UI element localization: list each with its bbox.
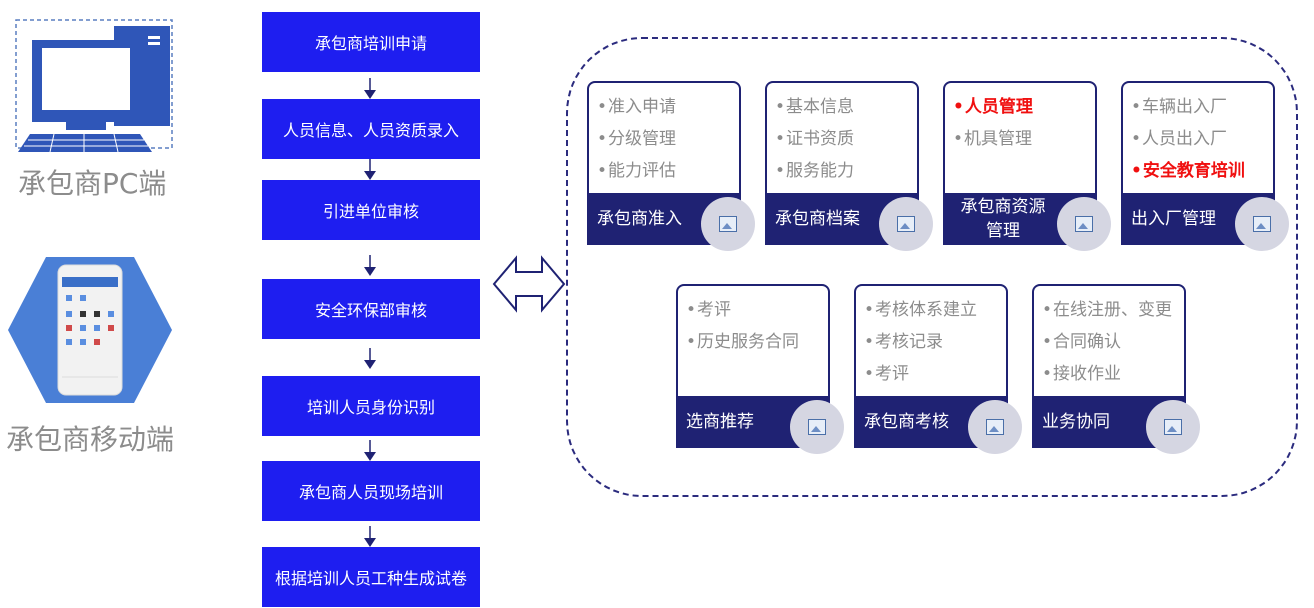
module-item: 分级管理 — [597, 123, 739, 155]
module-card-archive: 基本信息 证书资质 服务能力 承包商档案 — [765, 81, 933, 251]
flow-arrow-1 — [364, 78, 376, 99]
module-item: 考核体系建立 — [864, 294, 1006, 326]
flow-arrow-4 — [364, 348, 376, 369]
flow-step-7: 根据培训人员工种生成试卷 — [262, 547, 480, 607]
module-title: 承包商资源管理 — [960, 197, 1046, 241]
module-item-highlight: 安全教育培训 — [1131, 155, 1273, 187]
flow-step-3: 引进单位审核 — [262, 180, 480, 240]
module-item: 历史服务合同 — [686, 326, 828, 358]
module-item: 人员出入厂 — [1131, 123, 1273, 155]
module-card-recommend: 考评 历史服务合同 选商推荐 — [676, 284, 844, 454]
image-icon — [879, 197, 933, 251]
flow-step-6: 承包商人员现场培训 — [262, 461, 480, 521]
module-item: 准入申请 — [597, 91, 739, 123]
module-title: 承包商考核 — [864, 412, 949, 432]
module-title: 承包商准入 — [597, 209, 682, 229]
module-items: 考评 历史服务合同 — [678, 286, 828, 358]
module-card-resources: 人员管理 机具管理 承包商资源管理 — [943, 81, 1111, 251]
image-icon — [1057, 197, 1111, 251]
module-item: 合同确认 — [1042, 326, 1184, 358]
module-item: 接收作业 — [1042, 358, 1184, 390]
flow-step-1: 承包商培训申请 — [262, 12, 480, 72]
image-icon — [968, 400, 1022, 454]
module-items: 考核体系建立 考核记录 考评 — [856, 286, 1006, 390]
module-items: 准入申请 分级管理 能力评估 — [589, 83, 739, 187]
mobile-terminal-icon — [6, 255, 174, 405]
module-item: 考评 — [864, 358, 1006, 390]
module-items: 人员管理 机具管理 — [945, 83, 1095, 155]
image-icon — [1235, 197, 1289, 251]
module-items: 车辆出入厂 人员出入厂 安全教育培训 — [1123, 83, 1273, 187]
flow-step-5: 培训人员身份识别 — [262, 376, 480, 436]
module-items: 在线注册、变更 合同确认 接收作业 — [1034, 286, 1184, 390]
module-card-access: 车辆出入厂 人员出入厂 安全教育培训 出入厂管理 — [1121, 81, 1289, 251]
flow-arrow-3 — [364, 255, 376, 276]
module-items: 基本信息 证书资质 服务能力 — [767, 83, 917, 187]
pc-terminal-icon — [14, 18, 174, 158]
module-item: 考评 — [686, 294, 828, 326]
module-card-collaboration: 在线注册、变更 合同确认 接收作业 业务协同 — [1032, 284, 1200, 454]
module-item: 在线注册、变更 — [1042, 294, 1184, 326]
module-card-assessment: 考核体系建立 考核记录 考评 承包商考核 — [854, 284, 1022, 454]
mobile-label: 承包商移动端 — [6, 423, 175, 456]
image-icon — [701, 197, 755, 251]
module-item-highlight: 人员管理 — [953, 91, 1095, 123]
module-item: 基本信息 — [775, 91, 917, 123]
flow-arrow-2 — [364, 159, 376, 180]
module-title: 出入厂管理 — [1131, 209, 1216, 229]
module-item: 能力评估 — [597, 155, 739, 187]
module-item: 车辆出入厂 — [1131, 91, 1273, 123]
double-arrow-icon — [492, 255, 566, 313]
image-icon — [1146, 400, 1200, 454]
module-item: 机具管理 — [953, 123, 1095, 155]
module-title: 承包商档案 — [775, 209, 860, 229]
module-item: 服务能力 — [775, 155, 917, 187]
flow-arrow-6 — [364, 526, 376, 547]
flow-step-2: 人员信息、人员资质录入 — [262, 99, 480, 159]
module-item: 考核记录 — [864, 326, 1006, 358]
module-card-admission: 准入申请 分级管理 能力评估 承包商准入 — [587, 81, 755, 251]
flow-step-4: 安全环保部审核 — [262, 279, 480, 339]
pc-label: 承包商PC端 — [18, 167, 167, 200]
flow-arrow-5 — [364, 440, 376, 461]
module-title: 业务协同 — [1042, 412, 1110, 432]
module-title: 选商推荐 — [686, 412, 754, 432]
image-icon — [790, 400, 844, 454]
module-item: 证书资质 — [775, 123, 917, 155]
module-container — [566, 37, 1298, 497]
